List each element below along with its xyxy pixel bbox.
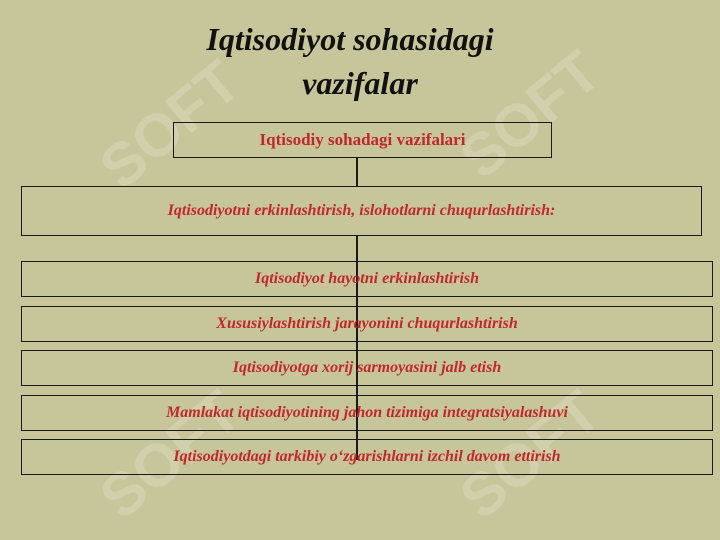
task-item-box: Iqtisodiyotga xorij sarmoyasini jalb eti…	[21, 350, 713, 386]
task-item-label: Xususiylashtirish jarayonini chuqurlasht…	[216, 315, 518, 332]
diagram-header-box: Iqtisodiy sohadagi vazifalari	[173, 122, 552, 158]
connector-line	[356, 157, 358, 187]
diagram-header-label: Iqtisodiy sohadagi vazifalari	[259, 130, 466, 149]
task-item-box: Iqtisodiyot hayotni erkinlashtirish	[21, 261, 713, 297]
task-item-box: Mamlakat iqtisodiyotining jahon tizimiga…	[21, 395, 713, 431]
connector-line	[356, 235, 358, 460]
task-item-label: Iqtisodiyotga xorij sarmoyasini jalb eti…	[232, 359, 502, 376]
main-task-box: Iqtisodiyotni erkinlashtirish, islohotla…	[21, 186, 702, 236]
slide-title-line2: vazifalar	[302, 65, 418, 101]
slide-title-line1: Iqtisodiyot sohasidagi	[206, 21, 494, 57]
task-item-label: Iqtisodiyotdagi tarkibiy o‘zgarishlarni …	[173, 448, 561, 465]
task-item-box: Iqtisodiyotdagi tarkibiy o‘zgarishlarni …	[21, 439, 713, 475]
task-item-box: Xususiylashtirish jarayonini chuqurlasht…	[21, 306, 713, 342]
task-item-label: Mamlakat iqtisodiyotining jahon tizimiga…	[166, 404, 568, 421]
task-item-label: Iqtisodiyot hayotni erkinlashtirish	[254, 270, 480, 287]
main-task-label: Iqtisodiyotni erkinlashtirish, islohotla…	[167, 202, 556, 219]
watermark-logo: SOFT	[447, 37, 613, 192]
